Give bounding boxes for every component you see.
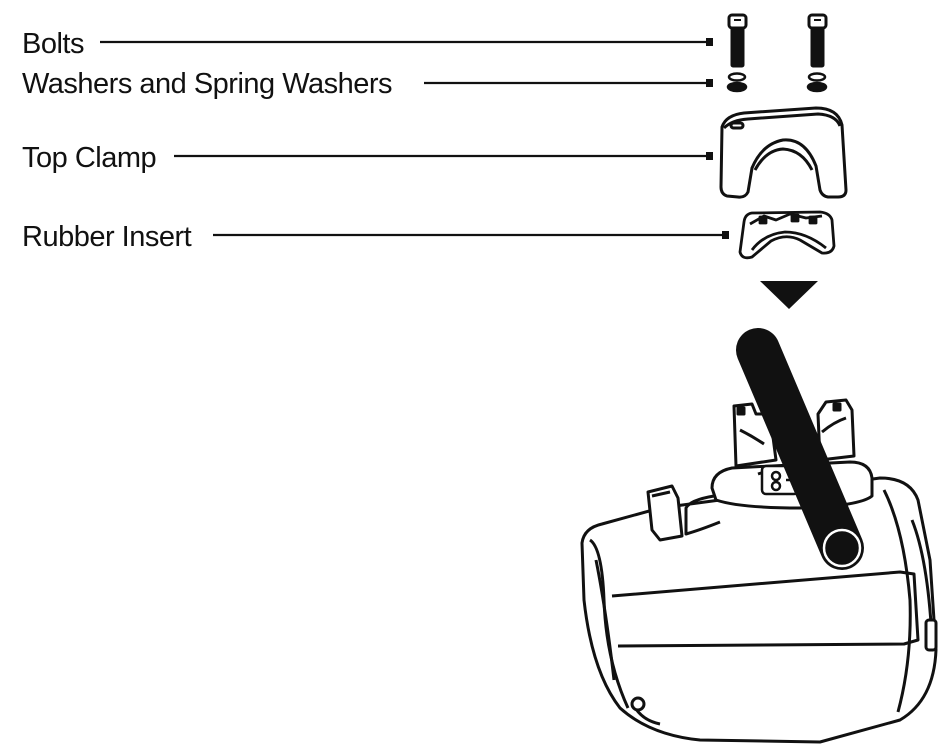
- washers-left-icon: [726, 72, 748, 93]
- bolt-left-icon: [727, 13, 748, 68]
- down-arrow-icon: [760, 281, 818, 309]
- callout-label-rubber-insert: Rubber Insert: [22, 221, 192, 253]
- callout-top-clamp: Top Clamp: [22, 142, 713, 174]
- device-side-lug: [646, 484, 684, 542]
- callout-label-top-clamp: Top Clamp: [22, 142, 156, 174]
- callout-rubber-insert: Rubber Insert: [22, 221, 729, 253]
- callout-label-bolts: Bolts: [22, 28, 84, 60]
- device-panel: [611, 570, 920, 648]
- handlebar-tube: [736, 328, 864, 570]
- callout-label-washers: Washers and Spring Washers: [22, 68, 392, 100]
- device-body: [580, 476, 938, 744]
- callout-bolts: Bolts: [22, 28, 713, 60]
- callout-washers: Washers and Spring Washers: [22, 68, 713, 100]
- leader-dot-top-clamp: [706, 152, 713, 160]
- top-clamp-icon: [719, 106, 848, 199]
- bolt-right-icon: [807, 13, 828, 68]
- rubber-insert-icon: [738, 210, 836, 260]
- washers-right-icon: [806, 72, 828, 93]
- leader-dot-bolts: [706, 38, 713, 46]
- leader-dot-rubber-insert: [722, 231, 729, 239]
- leader-dot-washers: [706, 79, 713, 87]
